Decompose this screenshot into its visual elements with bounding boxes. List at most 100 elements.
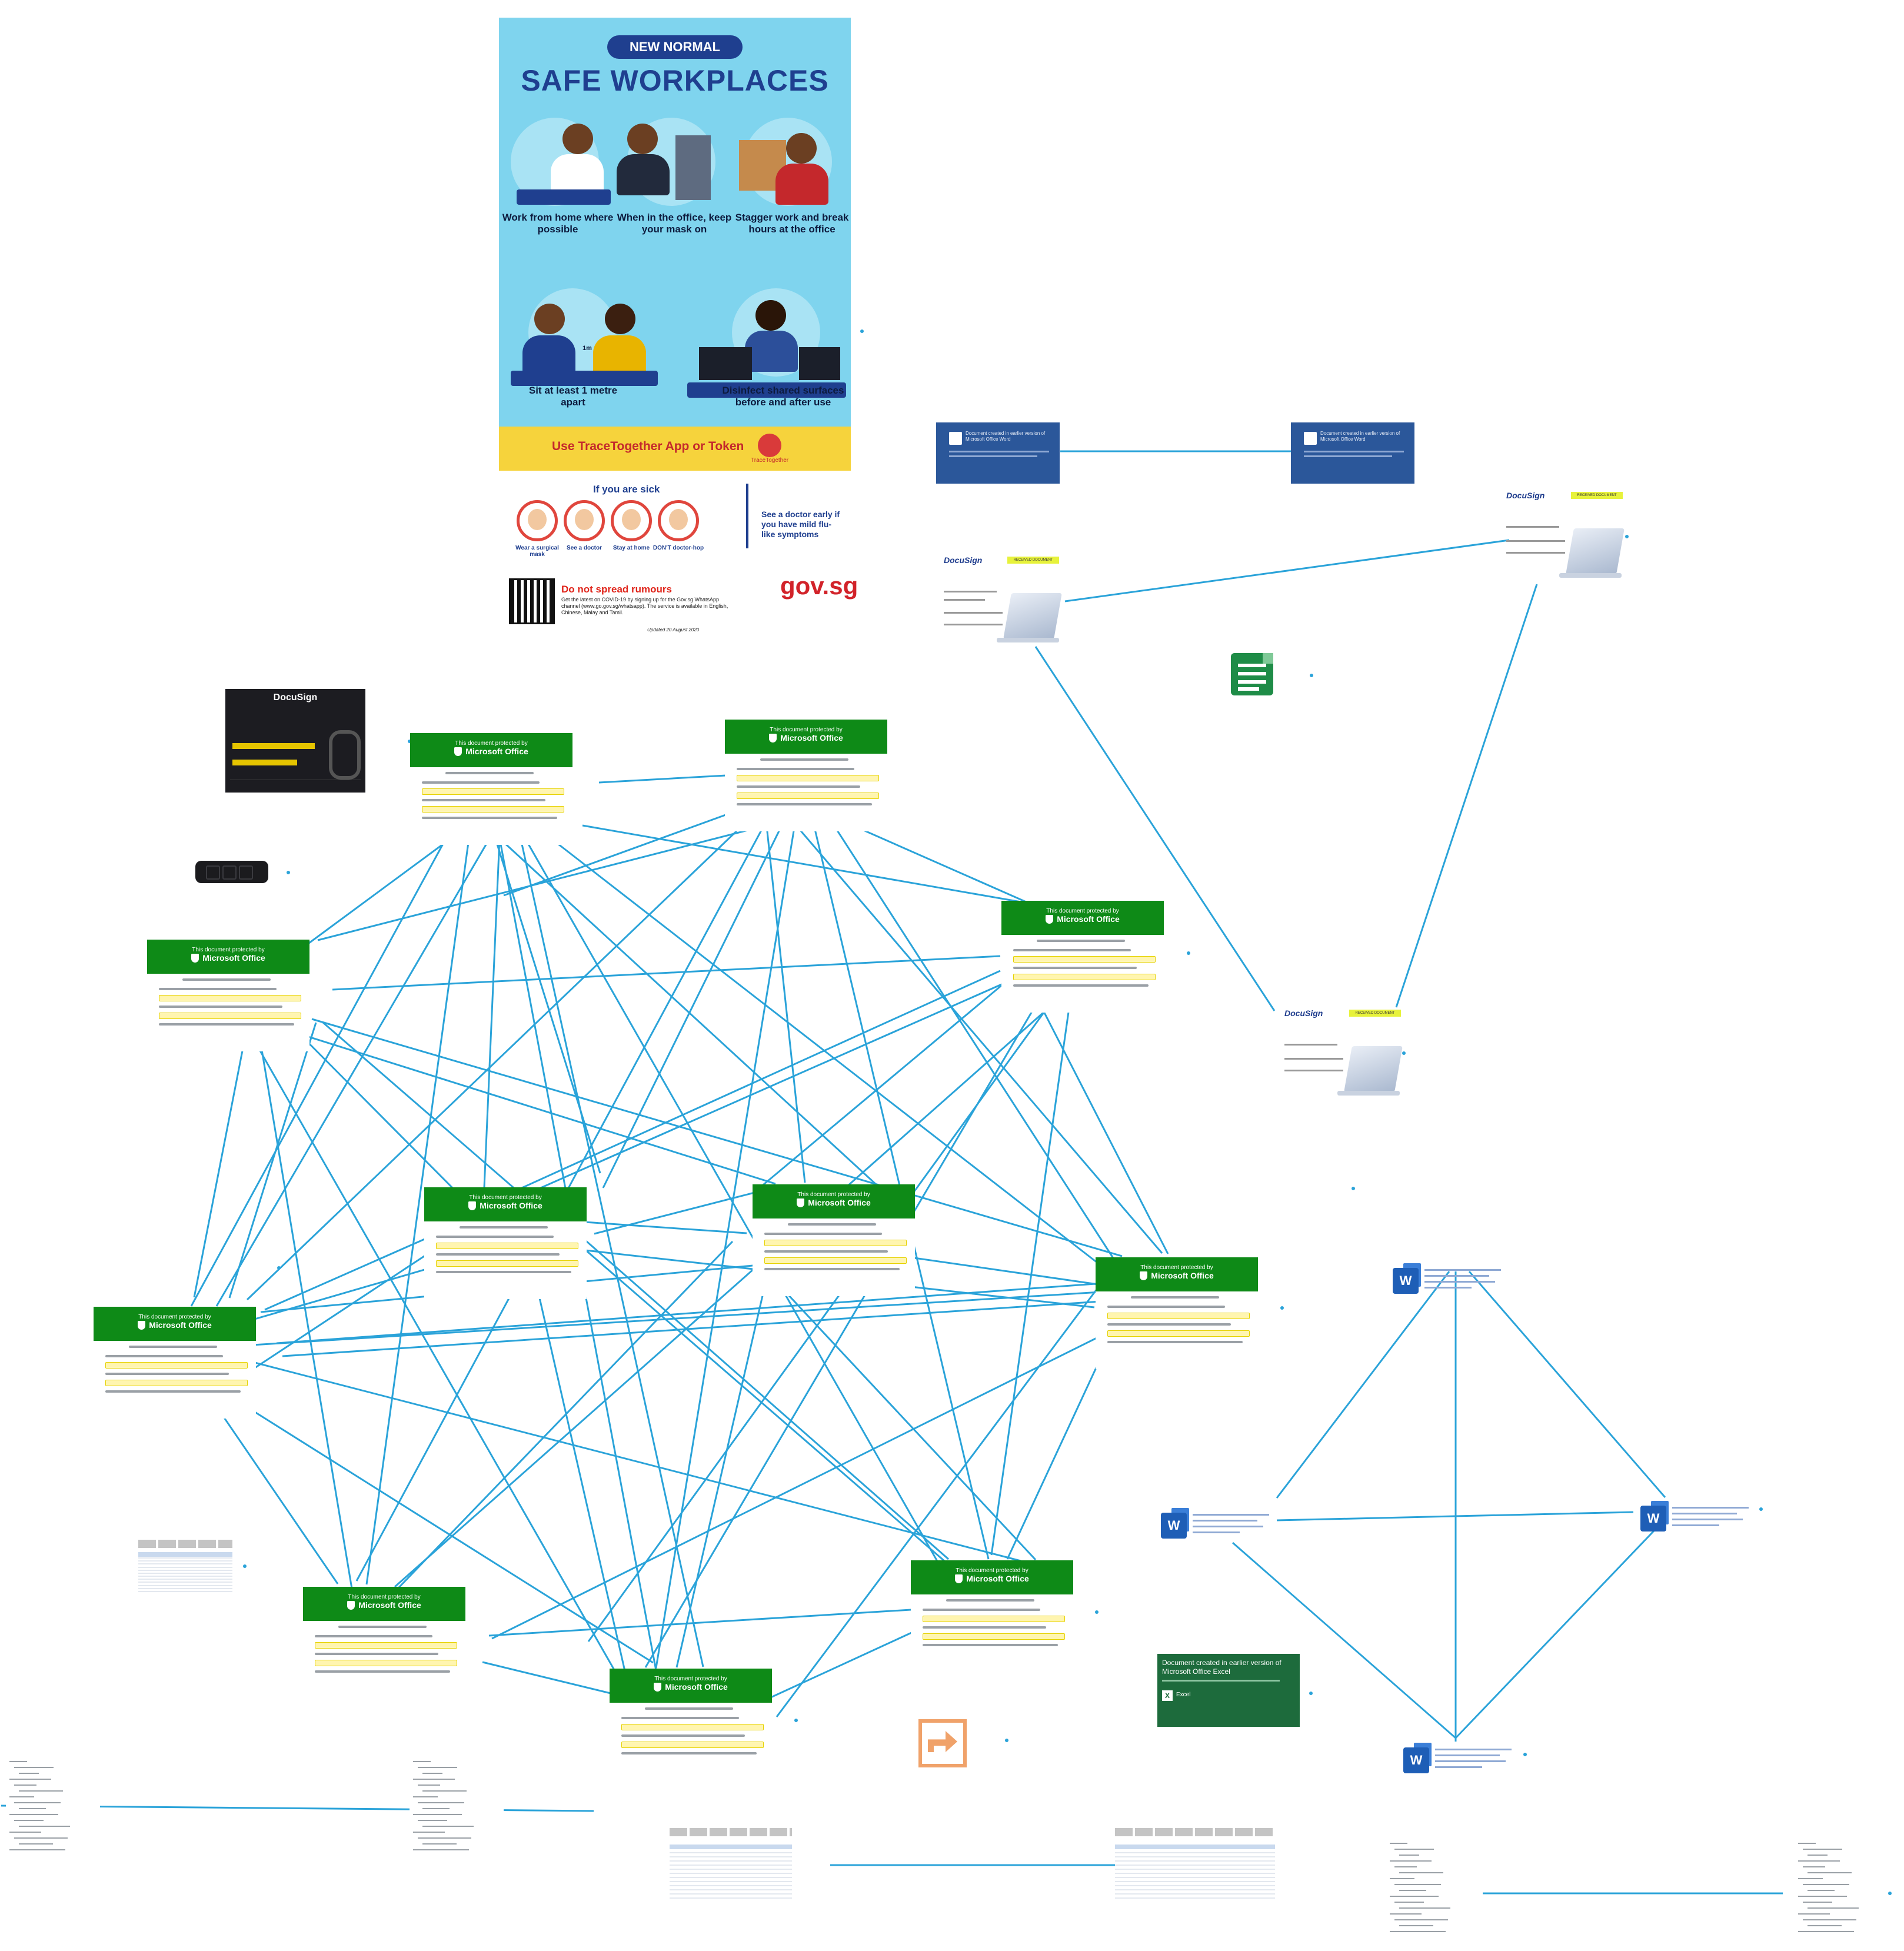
sheet-row bbox=[138, 1585, 232, 1586]
edge-endpoint bbox=[1309, 1692, 1313, 1695]
figure-body bbox=[775, 164, 828, 205]
green-document-icon[interactable] bbox=[1231, 653, 1273, 695]
sheet-row bbox=[670, 1877, 792, 1878]
word-earlier-version-doc[interactable]: Document created in earlier version of M… bbox=[1291, 422, 1414, 484]
dark-docusign-doc[interactable]: DocuSign bbox=[225, 689, 365, 793]
highlight-bar bbox=[764, 1240, 907, 1246]
graph-edge bbox=[190, 825, 454, 1307]
see-doctor-text: See a doctor early if you have mild flu-… bbox=[761, 510, 840, 539]
text-line bbox=[1808, 1925, 1842, 1926]
graph-edge bbox=[276, 1283, 1096, 1344]
text-line bbox=[621, 1717, 739, 1719]
text-line bbox=[182, 978, 271, 981]
sheet-row bbox=[1115, 1877, 1275, 1878]
sheet-row bbox=[138, 1560, 232, 1562]
text-line bbox=[460, 1226, 548, 1228]
highlight-bar bbox=[315, 1660, 457, 1666]
text-line bbox=[1672, 1524, 1719, 1526]
highlight-bar bbox=[764, 1257, 907, 1264]
form-document-thumbnail[interactable] bbox=[6, 1755, 100, 1861]
word-doc-node[interactable]: W bbox=[1403, 1743, 1521, 1778]
share-arrow-icon[interactable] bbox=[918, 1719, 967, 1767]
graph-edge bbox=[258, 1032, 353, 1589]
text-line bbox=[764, 1250, 888, 1253]
text-line bbox=[1506, 540, 1565, 542]
docusign-doc[interactable]: DocuSign RECEIVED DOCUMENT bbox=[1284, 1008, 1403, 1103]
word-doc-node[interactable]: W bbox=[1393, 1263, 1510, 1299]
text-line bbox=[413, 1779, 455, 1780]
word-doc-node[interactable]: W bbox=[1161, 1508, 1279, 1543]
shield-icon bbox=[1140, 1271, 1148, 1280]
poster-sick-section[interactable]: If you are sick Wear a surgical mask See… bbox=[499, 471, 858, 641]
text-line bbox=[1808, 1890, 1835, 1891]
shield-icon bbox=[1046, 915, 1054, 924]
graph-edge bbox=[582, 824, 1038, 906]
word-doc-node[interactable]: W bbox=[1640, 1501, 1758, 1536]
page-fold bbox=[1263, 653, 1273, 664]
edge-endpoint bbox=[1625, 535, 1629, 538]
graph-edge bbox=[484, 824, 878, 1186]
text-line bbox=[1394, 1866, 1417, 1867]
shield-icon bbox=[347, 1601, 355, 1610]
text-line bbox=[436, 1236, 554, 1238]
graph-edge bbox=[1468, 1271, 1666, 1498]
graph-edge bbox=[598, 774, 727, 784]
highlight-bar bbox=[422, 788, 564, 795]
text-line bbox=[764, 1268, 900, 1270]
text-line bbox=[944, 612, 1003, 614]
protected-by-text: This document protected by bbox=[797, 1191, 870, 1198]
text-line bbox=[1162, 1680, 1280, 1682]
no-doctor-hop-icon bbox=[658, 500, 699, 541]
shield-icon bbox=[468, 1201, 477, 1210]
form-document-thumbnail[interactable] bbox=[410, 1755, 504, 1861]
text-line bbox=[19, 1790, 63, 1792]
word-earlier-version-doc[interactable]: Document created in earlier version of M… bbox=[936, 422, 1060, 484]
docusign-doc[interactable]: DocuSign RECEIVED DOCUMENT bbox=[1506, 491, 1625, 585]
drive-slot bbox=[206, 865, 220, 880]
tracetogether-logo-label: TraceTogether bbox=[751, 457, 789, 464]
highlight-bar bbox=[159, 995, 301, 1001]
docusign-doc[interactable]: DocuSign RECEIVED DOCUMENT bbox=[944, 555, 1062, 650]
edge-endpoint bbox=[1095, 1610, 1099, 1614]
text-line bbox=[1013, 949, 1131, 951]
hard-drive-icon[interactable] bbox=[195, 861, 268, 883]
spreadsheet-thumbnail[interactable] bbox=[1115, 1828, 1275, 1903]
text-line bbox=[1803, 1919, 1856, 1920]
caption-4: Sit at least 1 metre apart bbox=[528, 385, 618, 408]
text-line bbox=[1424, 1281, 1495, 1283]
text-line bbox=[1672, 1507, 1749, 1509]
spreadsheet-thumbnail[interactable] bbox=[670, 1828, 792, 1903]
laptop-base bbox=[1337, 1091, 1400, 1096]
form-document-thumbnail[interactable] bbox=[1795, 1837, 1883, 1933]
safe-workplaces-poster[interactable]: NEW NORMAL SAFE WORKPLACES Work from hom… bbox=[499, 18, 851, 471]
graph-edge bbox=[1034, 995, 1169, 1254]
text-line bbox=[1803, 1902, 1832, 1903]
sheet-row bbox=[138, 1576, 232, 1577]
ms-office-text: Microsoft Office bbox=[358, 1600, 421, 1610]
edge-endpoint bbox=[1759, 1507, 1763, 1511]
text-line bbox=[418, 1784, 440, 1786]
form-document-thumbnail[interactable] bbox=[1386, 1837, 1474, 1933]
text-line bbox=[19, 1808, 46, 1809]
excel-earlier-version-doc[interactable]: Document created in earlier version of M… bbox=[1157, 1654, 1300, 1727]
graph-edge bbox=[252, 1038, 616, 1672]
highlight-bar bbox=[737, 775, 879, 781]
desk bbox=[511, 371, 658, 386]
text-line bbox=[1798, 1931, 1854, 1932]
sheet-row bbox=[138, 1570, 232, 1571]
word-icon: W bbox=[1161, 1513, 1187, 1539]
spreadsheet-thumbnail[interactable] bbox=[138, 1540, 232, 1595]
